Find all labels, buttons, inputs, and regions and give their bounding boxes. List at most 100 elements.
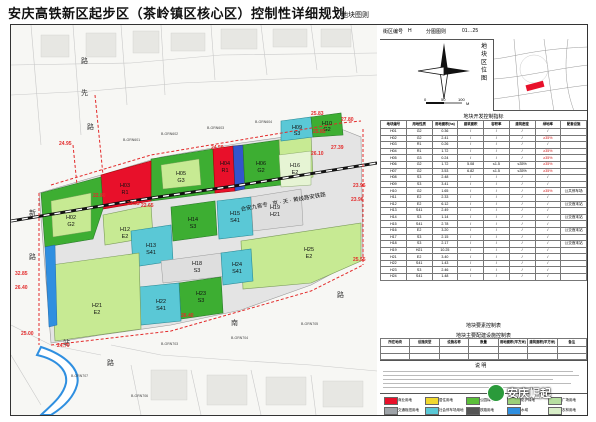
svg-text:路: 路	[87, 122, 94, 131]
legend: 商业用地居住用地公园绿地防护绿地广场用地交通枢纽用地社会停车场用地铁路用地水域农…	[380, 393, 587, 416]
table-cell: 公交首末站	[560, 240, 587, 248]
table-cell: /	[483, 220, 510, 228]
table-cell	[560, 167, 587, 176]
table-cell	[560, 141, 587, 149]
svg-text:24.95: 24.95	[59, 141, 72, 147]
legend-swatch	[507, 407, 521, 415]
table-cell: S3	[405, 174, 433, 182]
table-cell: H06	[380, 160, 407, 169]
label-h04: H04	[220, 161, 230, 167]
parcel-h19[interactable]	[250, 188, 304, 232]
table-cell: 1.72	[431, 147, 459, 156]
facility-col-0: 所在地块	[379, 338, 411, 347]
table-cell: H17	[380, 233, 407, 242]
table-cell: /	[508, 200, 536, 209]
info-panel: 街区编号 H 分图图则 01…25 0 50 100 M 地 块 区 位 图	[379, 25, 588, 416]
table-cell: /	[457, 154, 484, 162]
table-cell: G2	[405, 167, 433, 176]
table-cell: /	[534, 141, 562, 149]
table-cell: /	[483, 147, 510, 156]
table-cell: 0.24	[431, 154, 459, 162]
table-cell: G2	[405, 128, 433, 136]
table-cell: /	[508, 154, 536, 162]
control-col-5: 建筑密度	[508, 120, 536, 129]
facility-table-title: 地块要素控制表	[465, 323, 501, 329]
facility-col-5: 建筑面积(平方米)	[527, 338, 558, 347]
table-cell: 1.43	[431, 259, 459, 268]
svg-text:S41: S41	[230, 218, 240, 224]
legend-swatch	[548, 397, 562, 405]
table-cell: /	[508, 128, 536, 136]
svg-text:G3: G3	[177, 178, 184, 184]
legend-label: 公园绿地	[480, 398, 494, 402]
label-h12: H12	[120, 227, 130, 233]
table-cell: /	[483, 266, 510, 275]
table-cell: /	[457, 174, 484, 182]
table-cell	[560, 193, 587, 202]
svg-text:B-GRN604: B-GRN604	[255, 120, 272, 124]
parcel-h14[interactable]	[170, 200, 218, 242]
svg-text:路: 路	[29, 252, 36, 261]
parcel-h15[interactable]	[216, 196, 254, 240]
legend-swatch	[384, 397, 398, 405]
table-cell: /	[508, 273, 536, 281]
label-h24: H24	[232, 262, 242, 268]
label-h21: H21	[92, 303, 102, 309]
label-h19: H19	[270, 205, 280, 211]
table-cell	[560, 128, 587, 136]
table-cell: /	[508, 259, 536, 268]
table-cell	[560, 246, 587, 255]
table-cell	[560, 147, 587, 156]
table-cell: 公交首末站	[560, 200, 587, 209]
table-cell: ≥35%	[534, 134, 562, 143]
table-cell: H24	[380, 273, 407, 281]
legend-swatch	[466, 407, 480, 415]
facility-col-1: 设施类型	[409, 338, 440, 347]
svg-text:23.96: 23.96	[351, 197, 364, 203]
svg-text:24.70: 24.70	[57, 343, 70, 349]
table-cell: H22	[380, 259, 407, 268]
table-cell: 1.72	[431, 160, 459, 169]
parcel-h16[interactable]	[278, 150, 312, 188]
table-cell: ≤1.5	[483, 160, 510, 169]
table-cell: /	[457, 233, 484, 242]
locator-map[interactable]	[493, 39, 587, 111]
existing-blocks	[40, 28, 364, 408]
svg-text:S3: S3	[294, 131, 301, 137]
svg-text:22.80: 22.80	[93, 193, 106, 199]
table-cell: 公交首末站	[560, 226, 587, 235]
table-cell: /	[508, 207, 536, 215]
table-cell: 2.46	[431, 266, 459, 275]
wechat-icon	[487, 384, 505, 402]
svg-text:22.65: 22.65	[141, 203, 154, 209]
table-cell: /	[534, 240, 562, 248]
parcel-h24[interactable]	[220, 248, 254, 286]
legend-label: 水域	[521, 408, 528, 412]
svg-text:E2: E2	[306, 254, 313, 260]
table-cell: /	[508, 134, 536, 143]
table-cell: 0.36	[431, 128, 459, 136]
parcel-h21[interactable]	[50, 252, 142, 342]
svg-text:站: 站	[63, 338, 70, 347]
road-name-labels: 路 先 路 新 路 路 南 站 路	[29, 56, 344, 367]
table-cell: H01	[380, 128, 407, 136]
label-h02: H02	[66, 215, 76, 221]
panel-header: 街区编号 H 分图图则 01…25	[380, 25, 587, 40]
svg-text:S41: S41	[156, 306, 166, 312]
svg-text:E2: E2	[122, 234, 129, 240]
table-cell: 2.33	[431, 193, 459, 202]
table-cell	[560, 207, 587, 215]
facility-col-2: 设施名称	[438, 338, 470, 347]
table-cell: 2.48	[431, 174, 459, 182]
svg-text:B-GRN705: B-GRN705	[301, 322, 318, 326]
table-cell	[560, 266, 587, 275]
